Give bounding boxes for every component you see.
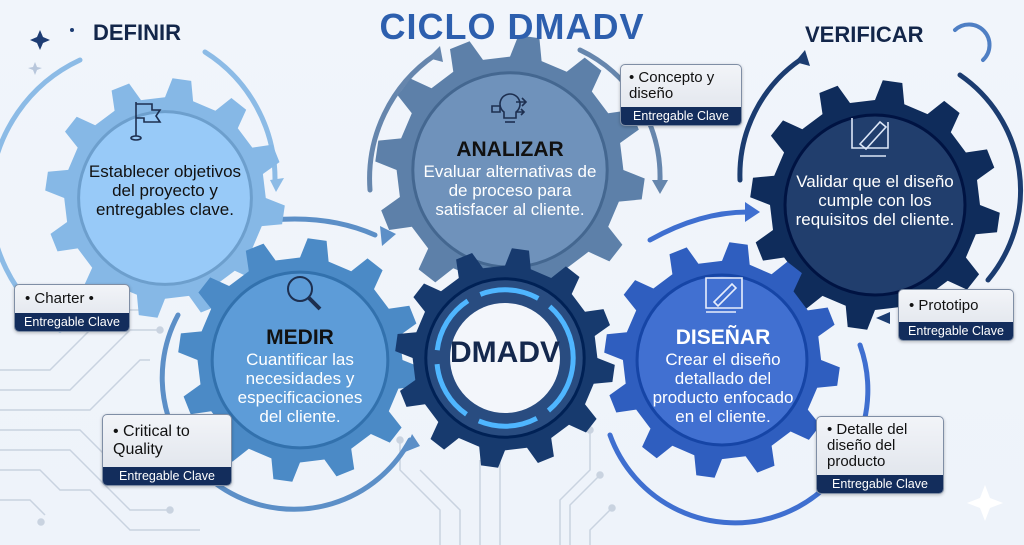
center-label: DMADV xyxy=(450,336,560,369)
deliverable-charter: Charter • xyxy=(15,285,129,313)
definir-description: Establecer objetivos del proyecto y entr… xyxy=(88,162,242,219)
deliverable-tag: Entregable Clave xyxy=(621,107,741,125)
gear-dmadv xyxy=(395,248,615,468)
gear-medir-face xyxy=(210,270,390,450)
deliverable-tag: Entregable Clave xyxy=(817,475,943,493)
flag-icon xyxy=(130,102,162,141)
analizar-description: Evaluar alternativas de de proceso para … xyxy=(423,162,597,219)
sparkle-icons xyxy=(28,28,1003,521)
gear-dmadv-hub xyxy=(450,303,560,413)
deliverable-tag: Entregable Clave xyxy=(15,313,129,331)
magnifier-icon xyxy=(287,276,322,311)
checklist-icon xyxy=(851,118,889,157)
medir-block: MEDIR Cuantificar las necesidades y espe… xyxy=(225,326,375,426)
deliverable-card-ctq: Critical to Quality Entregable Clave xyxy=(102,414,232,486)
deliverable-prototipo: Prototipo xyxy=(899,290,1013,322)
deliverable-card-charter: Charter • Entregable Clave xyxy=(14,284,130,332)
deliverable-tag: Entregable Clave xyxy=(899,322,1013,340)
page-title: CICLO DMADV xyxy=(379,6,645,47)
gear-verificar xyxy=(750,80,1000,330)
gear-disenar-face xyxy=(635,273,809,447)
arrow-heads xyxy=(270,46,890,452)
gear-verificar-face xyxy=(783,113,967,297)
medir-description: Cuantificar las necesidades y especifica… xyxy=(237,350,363,426)
lightbulb-icon xyxy=(491,93,528,123)
analizar-title: ANALIZAR xyxy=(456,138,564,161)
gear-analizar xyxy=(375,35,645,305)
deliverable-detalle: Detalle del diseño del producto xyxy=(817,417,943,475)
deliverable-card-prototipo: Prototipo Entregable Clave xyxy=(898,289,1014,341)
disenar-title: DISEÑAR xyxy=(675,326,771,349)
gear-dmadv-glow-ring xyxy=(434,287,576,429)
deliverable-tag: Entregable Clave xyxy=(103,467,231,485)
verificar-description: Validar que el diseño cumple con los req… xyxy=(795,172,955,229)
blueprint-icon xyxy=(705,277,743,313)
deliverable-ctq: Critical to Quality xyxy=(103,415,231,467)
phase-label-definir: DEFINIR xyxy=(93,20,181,45)
deliverable-card-detalle: Detalle del diseño del producto Entregab… xyxy=(816,416,944,494)
analizar-block: ANALIZAR Evaluar alternativas de de proc… xyxy=(420,138,600,219)
medir-title: MEDIR xyxy=(266,326,334,349)
gear-definir xyxy=(45,78,285,318)
gear-disenar xyxy=(604,242,840,478)
gear-medir xyxy=(178,238,422,482)
gear-definir-face xyxy=(77,110,253,286)
disenar-block: DISEÑAR Crear el diseño detallado del pr… xyxy=(648,326,798,426)
deliverable-concepto: Concepto y diseño xyxy=(621,65,741,107)
deliverable-card-concepto: Concepto y diseño Entregable Clave xyxy=(620,64,742,126)
phase-label-verificar: VERIFICAR xyxy=(805,22,924,47)
cycle-arrows xyxy=(0,22,1024,526)
disenar-description: Crear el diseño detallado del producto e… xyxy=(652,350,794,426)
